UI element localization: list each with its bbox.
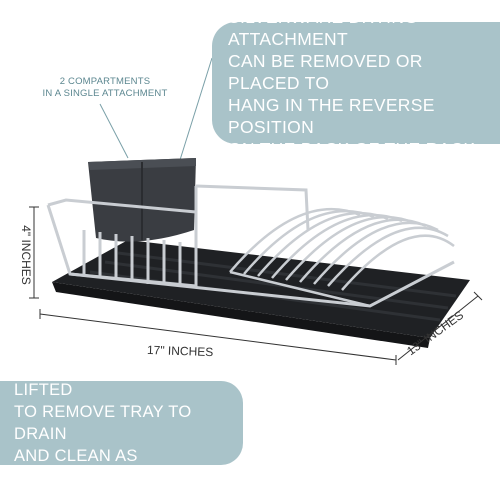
silverware-holder [88,158,196,242]
callout-leader-line [179,57,213,161]
removable-attachment-text: SILVERWARE DRYING ATTACHMENT CAN BE REMO… [228,7,476,159]
height-dimension-label: 4" INCHES [18,225,33,285]
plate-rack [229,207,455,308]
note-leader-line [99,103,129,159]
removable-tray-text: RACK CAN BE EASILY LIFTED TO REMOVE TRAY… [14,359,193,487]
dimension-lines [29,206,483,365]
removable-tray-callout: RACK CAN BE EASILY LIFTED TO REMOVE TRAY… [0,359,243,487]
compartments-note: 2 COMPARTMENTS IN A SINGLE ATTACHMENT [42,76,168,99]
removable-attachment-callout: SILVERWARE DRYING ATTACHMENT CAN BE REMO… [212,7,500,159]
